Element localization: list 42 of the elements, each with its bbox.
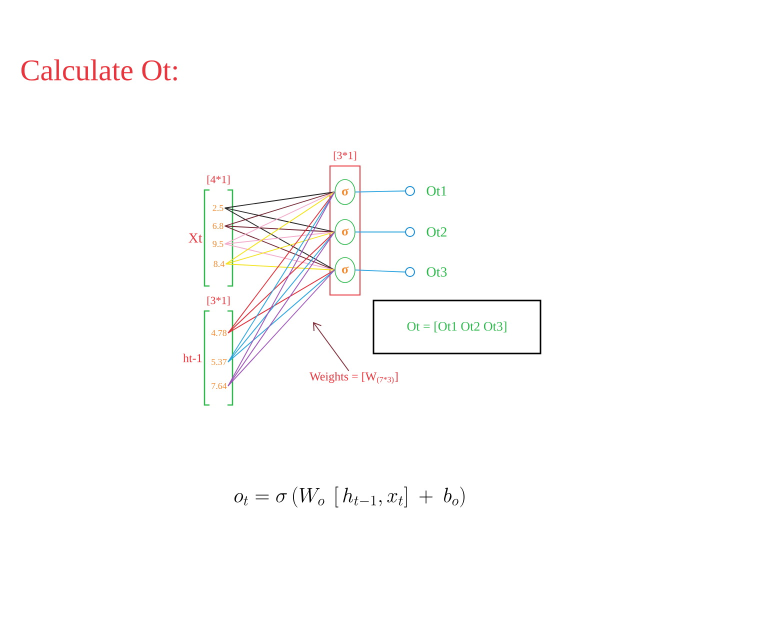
vector-value: 9.5 xyxy=(212,240,224,248)
connector-line xyxy=(224,208,336,270)
connector-line xyxy=(224,192,336,208)
vector-label: Xt xyxy=(188,233,202,243)
sigmoid-node: σ xyxy=(334,257,356,283)
connector-line xyxy=(224,226,336,232)
connector-line xyxy=(228,270,336,386)
node-label: [3*1] xyxy=(334,151,356,161)
connector-line xyxy=(228,232,336,386)
vector-value: 4.78 xyxy=(211,330,227,336)
arrow xyxy=(313,322,350,372)
connector-line xyxy=(225,192,336,264)
connector-line xyxy=(228,270,336,362)
sigmoid-node: σ xyxy=(334,179,356,205)
sigmoid-node: σ xyxy=(334,219,356,245)
connector-line xyxy=(228,270,336,334)
title: Calculate Ot: xyxy=(21,59,177,81)
connector-line xyxy=(354,190,406,192)
vector-value: 6.8 xyxy=(212,222,224,230)
vector-value: 5.37 xyxy=(212,358,227,366)
connector-line xyxy=(228,232,336,334)
output-label: Ot2 xyxy=(426,227,446,237)
connector-line xyxy=(228,192,336,334)
connector-line xyxy=(354,270,406,272)
formula: $o_t = \sigma\left(W_o\ \left[\,h_{t-1}, x_t\right]\ +\ b_o\right)$ xyxy=(234,486,464,508)
vector-value: 7.64 xyxy=(212,382,227,390)
connector-line xyxy=(224,232,336,244)
connector-line xyxy=(224,192,336,244)
connector-line xyxy=(224,226,336,270)
connector-line xyxy=(224,244,336,270)
connector-line xyxy=(224,192,336,226)
connector-line xyxy=(224,208,336,232)
connector-line xyxy=(225,232,336,264)
result-box: Ot = [Ot1 Ot2 Ot3] xyxy=(372,300,542,354)
connector-line xyxy=(228,232,336,362)
weights-label: Weights = [W$_{(7*3)}$] xyxy=(310,372,398,384)
connector-line xyxy=(225,264,336,270)
vector-value: 2.5 xyxy=(212,204,224,212)
output-label: Ot1 xyxy=(426,186,446,196)
output-label: Ot3 xyxy=(426,267,447,277)
vector-value: 8.4 xyxy=(214,260,224,268)
vector-label: ht-1 xyxy=(183,354,202,362)
